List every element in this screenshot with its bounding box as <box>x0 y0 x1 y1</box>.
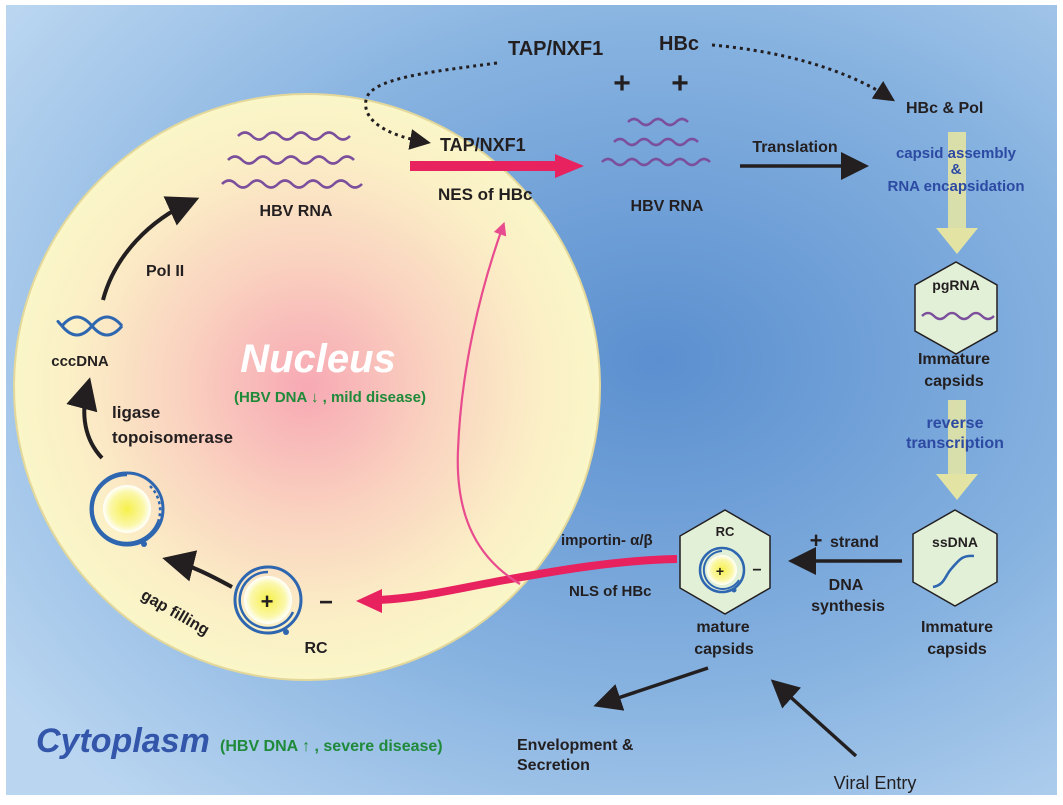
plus-sign-left: + <box>613 67 631 100</box>
envelopment-label-b: Secretion <box>517 757 590 774</box>
rna-encapsidation-label: RNA encapsidation <box>888 178 1025 195</box>
capsid-minus-sign: − <box>752 562 761 579</box>
mature-capsids-label-b: capsids <box>694 641 754 658</box>
nucleus-note: (HBV DNA ↓ , mild disease) <box>234 389 426 406</box>
rc-minus-sign: − <box>319 589 333 616</box>
ssdna-label: ssDNA <box>932 534 978 550</box>
dna-label: DNA <box>829 577 864 594</box>
nucleus-title: Nucleus <box>240 337 396 381</box>
rc-plus-sign: + <box>261 589 274 614</box>
nls-hbc-label: NLS of HBc <box>569 583 652 600</box>
importin-label: importin- α/β <box>561 532 653 549</box>
hbv-rna-nucleus-label: HBV RNA <box>260 203 333 220</box>
hbv-rna-nucleus-icon <box>221 131 363 189</box>
envelopment-label-a: Envelopment & <box>517 737 634 754</box>
synthesis-label: synthesis <box>811 598 885 615</box>
strand-label: strand <box>830 534 879 551</box>
mature-capsid-icon <box>679 509 771 615</box>
gap-filled-dna-icon <box>89 471 165 547</box>
nuclear-import-arrowhead <box>356 589 382 613</box>
capsid-assembly-label: capsid assembly <box>896 145 1017 162</box>
tap-nxf1-inner-label: TAP/NXF1 <box>440 135 526 155</box>
tap-nxf1-top-label: TAP/NXF1 <box>508 38 603 60</box>
cytoplasm-note: (HBV DNA ↑ , severe disease) <box>220 738 443 755</box>
pgrna-capsid-icon <box>914 261 998 355</box>
rc-capsid-label: RC <box>716 524 735 539</box>
cccdna-label: cccDNA <box>51 353 109 370</box>
immature-capsids-2-label-a: Immature <box>921 619 993 636</box>
hbc-shuttle-arrow <box>456 221 521 585</box>
nuclear-export-arrow-shaft <box>410 161 560 171</box>
pol-ii-arrow <box>101 196 200 301</box>
hbc-dotted-arrow <box>711 43 896 102</box>
hbv-rna-cytoplasm-icon <box>601 117 711 167</box>
hbv-rna-cytoplasm-label: HBV RNA <box>631 198 704 215</box>
topoisomerase-label: topoisomerase <box>112 428 233 447</box>
immature-capsids-1-label-a: Immature <box>918 351 990 368</box>
transcription-label: transcription <box>906 435 1004 452</box>
rc-nucleus-label: RC <box>304 640 328 657</box>
reverse-transcription-arrow <box>936 400 978 500</box>
nucleus-circle <box>13 93 601 681</box>
hbc-top-label: HBc <box>659 33 699 55</box>
ligase-arrow <box>66 377 104 460</box>
nuclear-export-arrow-head <box>555 154 584 178</box>
plus-sign-right: + <box>671 67 689 100</box>
nes-hbc-label: NES of HBc <box>438 185 532 204</box>
nuclear-import-arrow <box>377 555 678 604</box>
reverse-label: reverse <box>927 415 984 432</box>
capsid-assembly-arrow <box>936 132 978 254</box>
pgrna-label: pgRNA <box>932 277 979 293</box>
ligase-label: ligase <box>112 403 160 422</box>
viral-entry-arrow <box>770 679 858 758</box>
secretion-arrow <box>593 666 709 711</box>
capsid-plus-sign: + <box>716 563 724 579</box>
ampersand-label: & <box>951 161 962 178</box>
translation-label: Translation <box>752 139 837 156</box>
gap-filling-arrow <box>162 550 233 589</box>
cccdna-helix-icon <box>56 315 124 337</box>
rc-dna-nucleus-icon <box>233 565 303 635</box>
pol-ii-label: Pol II <box>146 263 184 280</box>
tap-dotted-arrow <box>364 61 498 150</box>
hbc-pol-label: HBc & Pol <box>906 100 983 117</box>
immature-capsids-1-label-b: capsids <box>924 373 984 390</box>
ssdna-capsid-icon <box>912 509 998 607</box>
cytoplasm-title: Cytoplasm <box>36 722 210 760</box>
immature-capsids-2-label-b: capsids <box>927 641 987 658</box>
viral-entry-label: Viral Entry <box>834 773 917 793</box>
plus-strand-sign: + <box>810 528 823 553</box>
mature-capsids-label-a: mature <box>696 619 749 636</box>
